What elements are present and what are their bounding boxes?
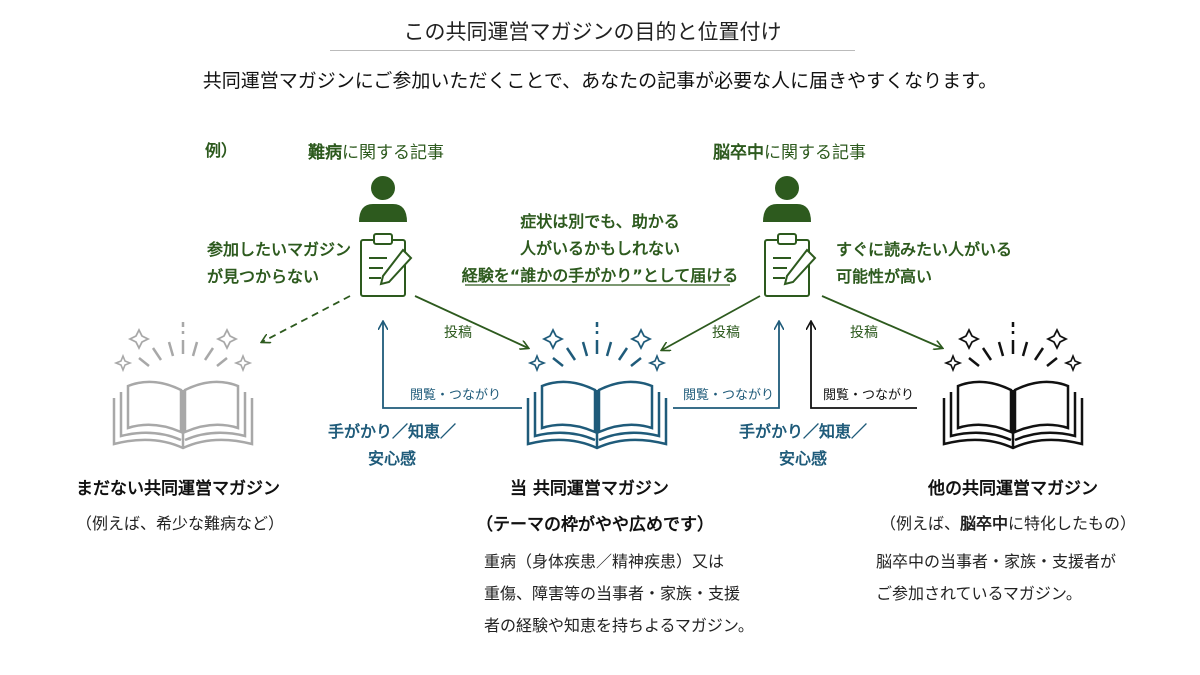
benefit-label-left: 手がかり／知恵／ 安心感 [322, 418, 462, 472]
right-author-person-icon [763, 176, 811, 222]
magazine-this-desc-line1: 重病（身体疾患／精神疾患）又は [484, 552, 725, 571]
right-author-note-line2: 可能性が高い [836, 267, 933, 286]
browse-label-right: 閲覧・つながり [823, 388, 915, 403]
magazine-other-example-pre: （例えば、 [880, 514, 961, 533]
left-author-note-line1: 参加したいマガジン [207, 240, 352, 259]
magazine-none-example: （例えば、希少な難病など） [76, 514, 285, 533]
benefit-right-line2: 安心感 [778, 449, 827, 468]
left-author-note: 参加したいマガジン が見つからない [207, 236, 351, 290]
benefit-left-line2: 安心感 [367, 449, 416, 468]
magazine-this-description: 重病（身体疾患／精神疾患）又は 重傷、障害等の当事者・家族・支援 者の経験や知恵… [484, 546, 754, 642]
magazine-this-book-icon [526, 320, 668, 450]
left-author-topic: 難病に関する記事 [308, 140, 444, 167]
magazine-this-name: 当 共同運営マガジン [510, 479, 669, 499]
post-label-right: 投稿 [850, 325, 878, 341]
arrow-this-to-right-author [673, 322, 779, 409]
arrow-right-post-this [662, 295, 761, 350]
magazine-other-example-bold: 脳卒中 [960, 514, 1009, 533]
magazine-other-desc-line1: 脳卒中の当事者・家族・支援者が [876, 552, 1117, 571]
magazine-other-example-post: に特化したもの） [1008, 514, 1137, 533]
page-title: この共同運営マガジンの目的と位置付け [403, 20, 782, 44]
magazine-this-theme: （テーマの枠がやや広めです） [476, 515, 714, 535]
benefit-right-line1: 手がかり／知恵／ [738, 422, 867, 441]
left-author-topic-bold: 難病 [308, 143, 342, 163]
magazine-other-book-icon [942, 320, 1084, 450]
example-label: 例） [205, 141, 238, 160]
post-label-left: 投稿 [444, 325, 472, 341]
right-author-article-icon [764, 233, 816, 297]
magazine-this-desc-line2: 重傷、障害等の当事者・家族・支援 [484, 584, 741, 603]
right-author-topic-bold: 脳卒中 [713, 143, 764, 163]
arrow-this-to-left-author [383, 322, 522, 409]
left-author-topic-rest: に関する記事 [342, 143, 444, 163]
browse-label-left: 閲覧・つながり [410, 388, 502, 403]
browse-label-center-right: 閲覧・つながり [683, 388, 775, 403]
center-message-line1: 症状は別でも、助かる [520, 212, 680, 231]
page-subtitle: 共同運営マガジンにご参加いただくことで、あなたの記事が必要な人に届きやすくなりま… [202, 70, 998, 92]
left-author-article-icon [360, 233, 412, 297]
right-author-topic-rest: に関する記事 [764, 143, 866, 163]
right-author-note-line1: すぐに読みたい人がいる [836, 240, 1013, 259]
center-message: 症状は別でも、助かる 人がいるかもしれない 経験を“誰かの手がかり”として届ける [440, 208, 760, 289]
left-author-person-icon [359, 176, 407, 222]
arrow-other-to-right-author [811, 322, 917, 409]
arrow-left-to-none [262, 295, 351, 342]
center-message-line2: 人がいるかもしれない [519, 239, 680, 258]
magazine-none-name: まだない共同運営マガジン [76, 479, 280, 499]
right-author-topic: 脳卒中に関する記事 [713, 140, 866, 167]
magazine-other-desc-line2: ご参加されているマガジン。 [876, 584, 1082, 603]
magazine-other-description: 脳卒中の当事者・家族・支援者が ご参加されているマガジン。 [876, 546, 1116, 610]
title-divider [330, 50, 855, 51]
right-author-note: すぐに読みたい人がいる 可能性が高い [836, 236, 1012, 290]
magazine-other-example: （例えば、脳卒中に特化したもの） [880, 510, 1136, 534]
benefit-label-right: 手がかり／知恵／ 安心感 [733, 418, 873, 472]
arrow-right-post-other [821, 295, 942, 348]
magazine-none-book-icon [112, 320, 254, 450]
benefit-left-line1: 手がかり／知恵／ [327, 422, 456, 441]
post-label-center-right: 投稿 [712, 325, 740, 341]
center-message-line3: 経験を“誰かの手がかり”として届ける [461, 266, 739, 285]
left-author-note-line2: が見つからない [207, 267, 320, 286]
magazine-other-name: 他の共同運営マガジン [928, 479, 1098, 499]
arrow-left-post-this [414, 295, 528, 348]
magazine-this-desc-line3: 者の経験や知恵を持ちよるマガジン。 [484, 616, 754, 635]
